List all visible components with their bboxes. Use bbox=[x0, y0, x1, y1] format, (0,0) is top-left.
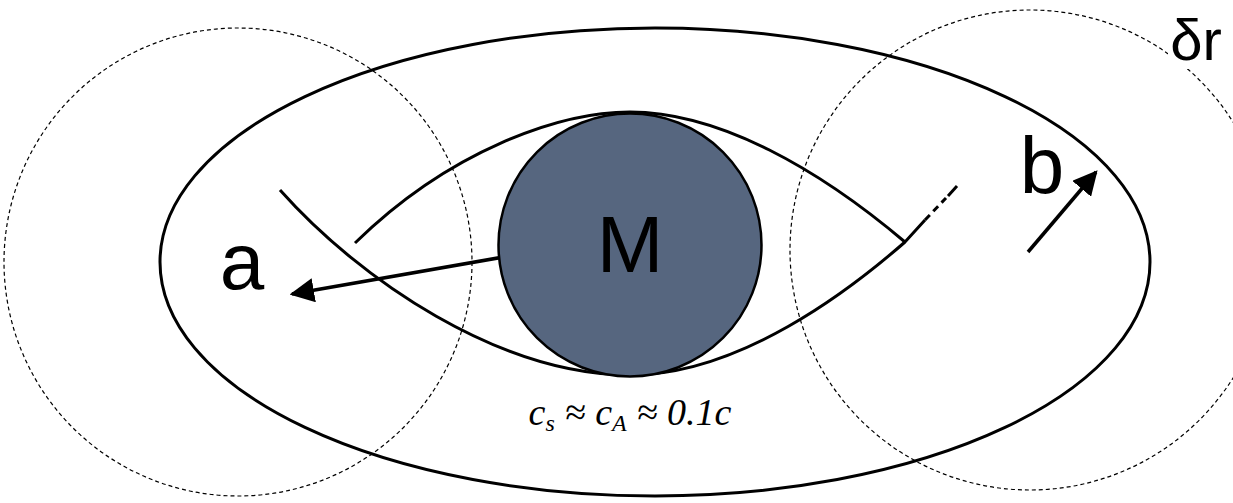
circle-fill bbox=[499, 114, 762, 377]
left-dashed-circle bbox=[4, 28, 472, 496]
formula-subscript: s bbox=[545, 411, 554, 435]
point-label: a bbox=[220, 222, 265, 302]
formula-symbol: c bbox=[529, 393, 546, 431]
right-dashed-circle bbox=[790, 10, 1233, 490]
formula-symbol: ≈ c bbox=[565, 393, 612, 431]
formula-symbol: ≈ 0.1c bbox=[637, 393, 732, 431]
node-label: M bbox=[597, 199, 664, 291]
field-line-tip bbox=[948, 186, 957, 196]
displacement-label: δr bbox=[1168, 11, 1224, 69]
point-label: b bbox=[1020, 126, 1065, 206]
formula: cs≈ cA≈ 0.1c bbox=[529, 393, 732, 431]
formula-subscript: A bbox=[612, 411, 627, 435]
outer-ellipse bbox=[160, 28, 1150, 496]
mass-circle: M bbox=[497, 112, 763, 378]
arrow-a bbox=[292, 255, 515, 294]
dashed-field-segment bbox=[925, 198, 946, 220]
